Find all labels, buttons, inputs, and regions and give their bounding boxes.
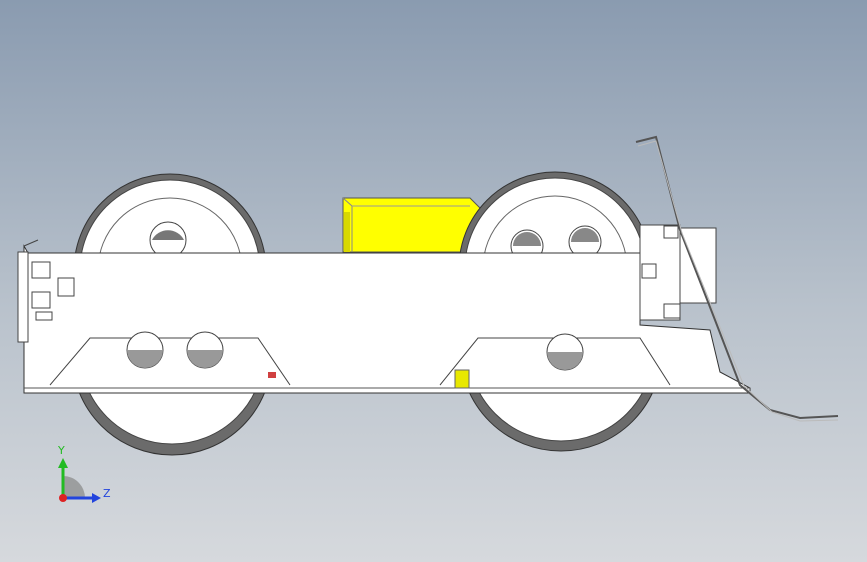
motor-base	[454, 369, 470, 389]
rear-bracket[interactable]	[639, 224, 717, 321]
z-axis-label: Z	[103, 487, 111, 500]
deflector-wire[interactable]	[635, 135, 839, 422]
y-axis-label: Y	[57, 444, 65, 457]
front-bracket[interactable]	[17, 239, 75, 343]
chassis-plate[interactable]	[23, 244, 751, 394]
red-accent	[268, 372, 276, 378]
x-axis-dot	[59, 494, 67, 502]
motor-block[interactable]	[342, 197, 481, 253]
axis-triad: Y Z	[57, 444, 111, 503]
